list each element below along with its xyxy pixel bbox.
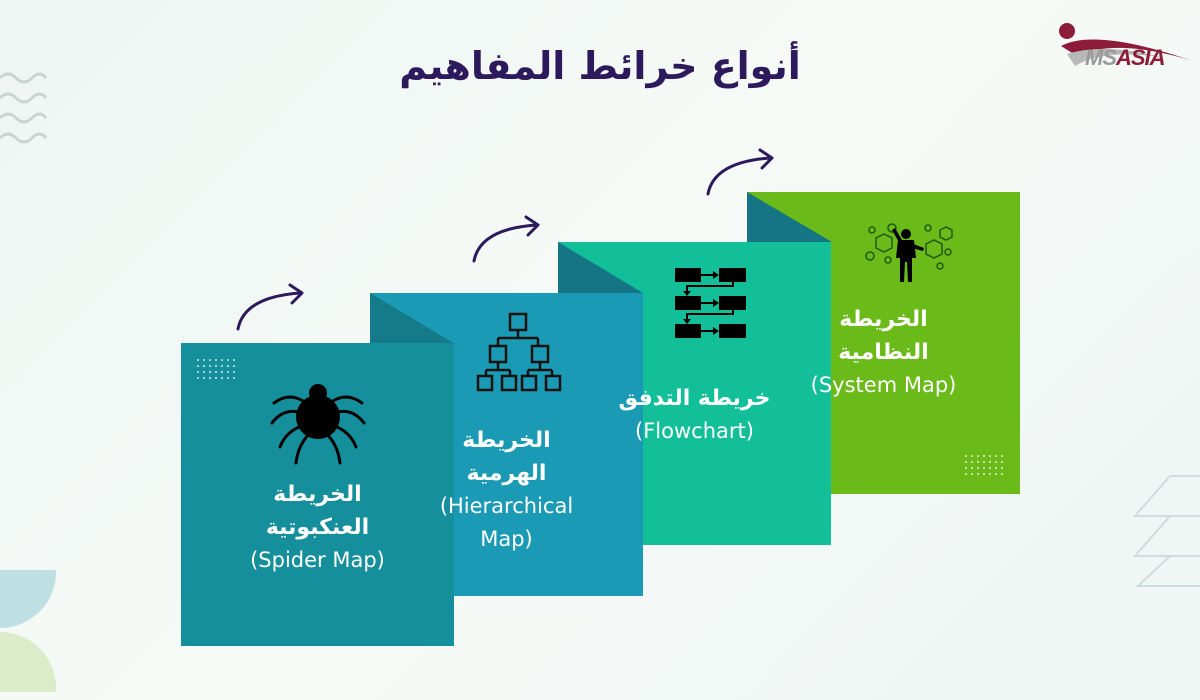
fold-shadow	[747, 192, 832, 242]
curved-arrow-icon	[706, 148, 774, 196]
fold-shadow	[370, 293, 455, 344]
logo-text: MSASIA	[1085, 45, 1166, 70]
person-network-icon	[865, 223, 953, 282]
curved-arrow-icon	[472, 215, 540, 263]
curved-arrow-icon	[236, 283, 304, 331]
parallelogram-lines-decoration	[1132, 475, 1200, 587]
semicircles-decoration	[0, 570, 57, 692]
spider-map-label: الخريطة العنكبوتية (Spider Map)	[250, 482, 385, 572]
flowchart-icon	[675, 268, 746, 338]
fold-shadow	[558, 242, 643, 293]
hierarchy-tree-icon	[476, 312, 562, 392]
wave-lines-decoration	[0, 72, 48, 144]
dot-grid-decoration	[197, 359, 239, 383]
flowchart-label: خريطة التدفق (Flowchart)	[618, 386, 771, 443]
hierarchical-map-label: الخريطة الهرمية (Hierarchical Map)	[439, 428, 574, 551]
system-map-label: الخريطة النظامية (System Map)	[810, 307, 957, 397]
msasia-logo-icon	[1059, 23, 1190, 66]
page-title: أنواع خرائط المفاهيم	[399, 44, 801, 88]
dot-grid-decoration	[965, 455, 1007, 479]
spider-icon	[270, 384, 366, 465]
